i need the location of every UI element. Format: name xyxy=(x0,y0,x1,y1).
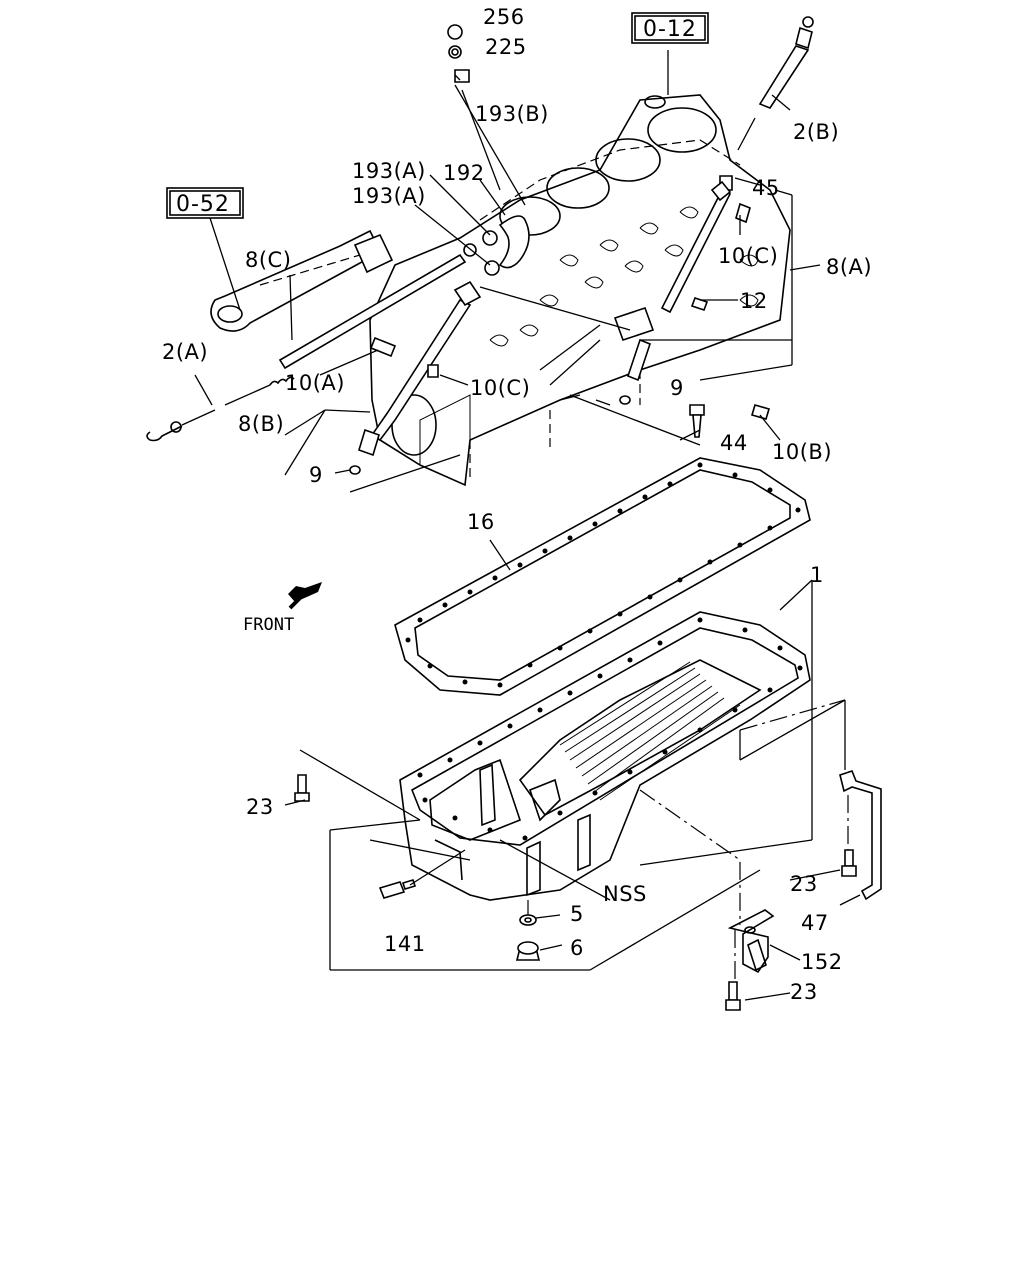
callout-10c-upper: 10(C) xyxy=(718,244,778,268)
callout-6: 6 xyxy=(570,936,584,960)
callout-nss: NSS xyxy=(603,882,647,906)
dashed-alignment-lines xyxy=(527,699,849,980)
callout-10a: 10(A) xyxy=(285,371,345,395)
callout-labels: 256 225 193(B) 193(A) 192 193(A) 2(B) 45… xyxy=(162,5,872,1004)
callout-44: 44 xyxy=(720,431,748,455)
callout-23-bottom: 23 xyxy=(790,980,818,1004)
front-label: FRONT xyxy=(243,615,294,635)
callout-2a: 2(A) xyxy=(162,340,208,364)
callout-225: 225 xyxy=(485,35,527,59)
callout-8a: 8(A) xyxy=(826,255,872,279)
callout-10b: 10(B) xyxy=(772,440,832,464)
callout-193a-1: 193(A) xyxy=(352,159,426,183)
callout-9-right: 9 xyxy=(670,376,684,400)
dipstick-right xyxy=(737,16,814,151)
callout-47: 47 xyxy=(801,911,829,935)
dipstick-left xyxy=(146,376,295,442)
callout-12: 12 xyxy=(740,289,768,313)
callout-152: 152 xyxy=(801,950,843,974)
callout-256: 256 xyxy=(483,5,525,29)
callout-23-left: 23 xyxy=(246,795,274,819)
callout-193b: 193(B) xyxy=(475,102,549,126)
callout-16: 16 xyxy=(467,510,495,534)
callout-5: 5 xyxy=(570,902,584,926)
ref-label-0-52: 0-52 xyxy=(176,192,230,217)
callout-23-right: 23 xyxy=(790,872,818,896)
ref-box-cylinder-head: 0-12 xyxy=(631,12,709,44)
intake-pipe xyxy=(210,229,394,332)
dipstick-guide-right xyxy=(613,175,733,405)
leaders-upper xyxy=(194,50,821,493)
bolts-upper xyxy=(369,202,770,438)
callout-9-left: 9 xyxy=(309,463,323,487)
front-arrow-icon xyxy=(288,582,322,610)
callout-192: 192 xyxy=(443,161,485,185)
oil-pan-hardware xyxy=(294,770,882,1011)
oil-pan xyxy=(399,611,811,901)
dipstick-guide-lower xyxy=(349,280,482,475)
hose-192 xyxy=(447,24,530,276)
callout-8b: 8(B) xyxy=(238,412,284,436)
ref-box-intake: 0-52 xyxy=(166,187,244,219)
callout-2b: 2(B) xyxy=(793,120,839,144)
cylinder-block xyxy=(369,94,791,487)
ref-label-0-12: 0-12 xyxy=(643,17,697,42)
oil-pan-gasket xyxy=(394,457,811,696)
callout-193a-2: 193(A) xyxy=(352,184,426,208)
dipstick-guide-left xyxy=(278,243,477,370)
callout-8c: 8(C) xyxy=(245,248,291,272)
callout-10c-lower: 10(C) xyxy=(470,376,530,400)
callout-141: 141 xyxy=(384,932,426,956)
callout-45: 45 xyxy=(752,176,780,200)
callout-1: 1 xyxy=(810,563,824,587)
